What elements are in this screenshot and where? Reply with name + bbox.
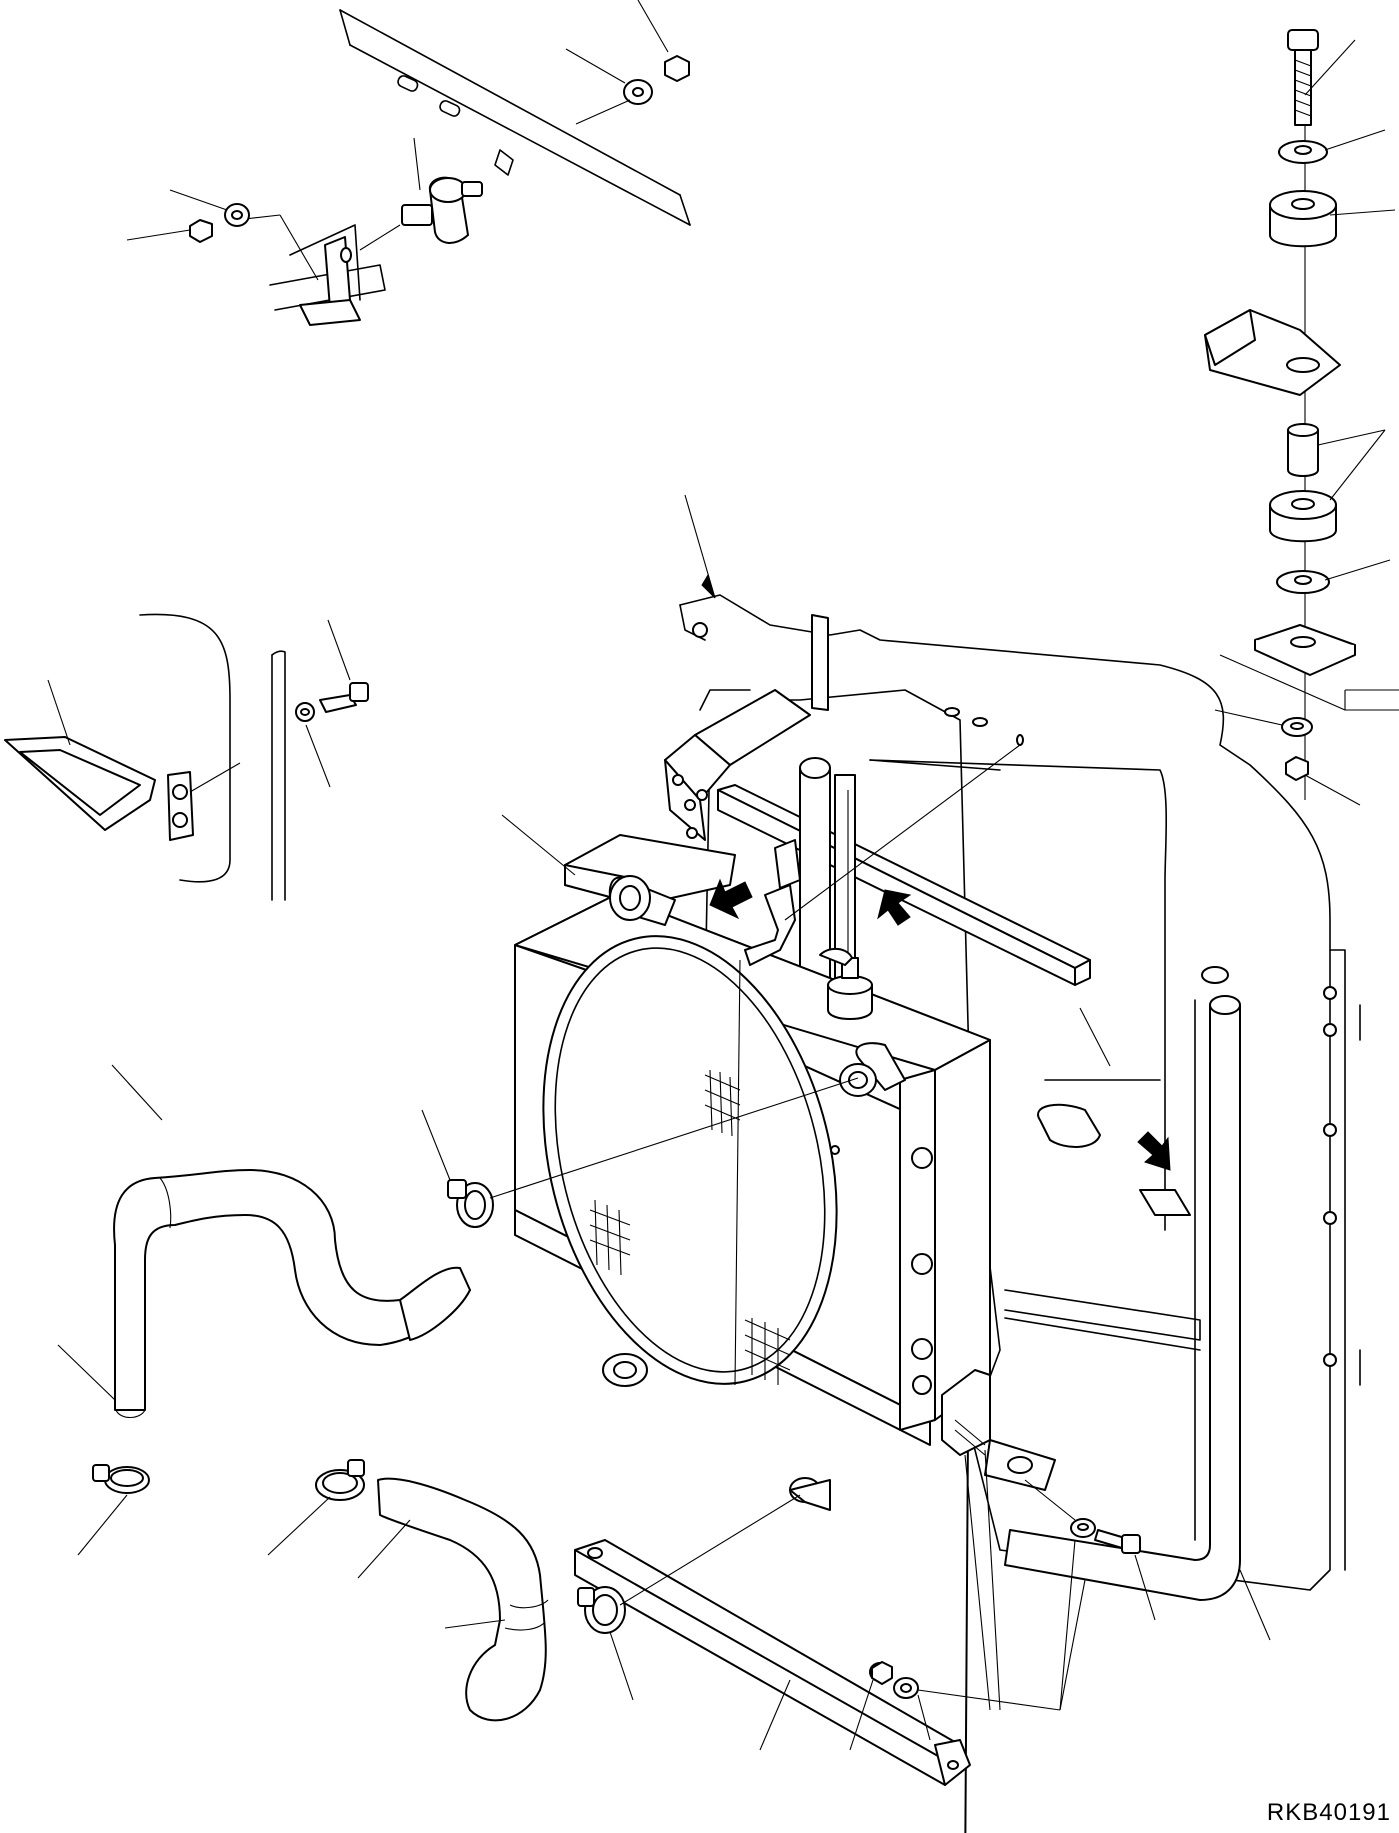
drawing-code: RKB40191	[1266, 1799, 1391, 1826]
rubber-mount	[360, 138, 482, 250]
upper-hose	[58, 1065, 470, 1418]
lower-right-bracket	[942, 1370, 1055, 1710]
upper-hose-clamp	[422, 1078, 858, 1227]
arrow-icon-lower	[1138, 1132, 1170, 1170]
nut-washer-set-top-left	[127, 190, 249, 242]
support-frame	[665, 595, 1360, 1590]
lower-hose	[358, 1479, 548, 1721]
nut-washer-set-top-center	[566, 0, 689, 124]
drain-hose-clamp	[78, 1465, 149, 1555]
mount-stack-right	[1205, 30, 1399, 800]
mounting-bolt-set	[850, 1480, 1155, 1750]
frame-leader	[685, 495, 715, 598]
side-guard-assembly	[5, 614, 368, 900]
lower-bracket	[575, 1540, 970, 1785]
arrow-icon-left	[710, 880, 752, 918]
lower-hose-clamp	[268, 1460, 800, 1700]
arrow-icon-right	[878, 890, 910, 925]
upper-panel-mount	[236, 10, 690, 325]
upper-bracket	[745, 735, 1023, 965]
leader-lines-right	[1215, 40, 1395, 805]
radiator-assembly	[499, 815, 990, 1833]
drain-pipe	[1005, 967, 1270, 1640]
